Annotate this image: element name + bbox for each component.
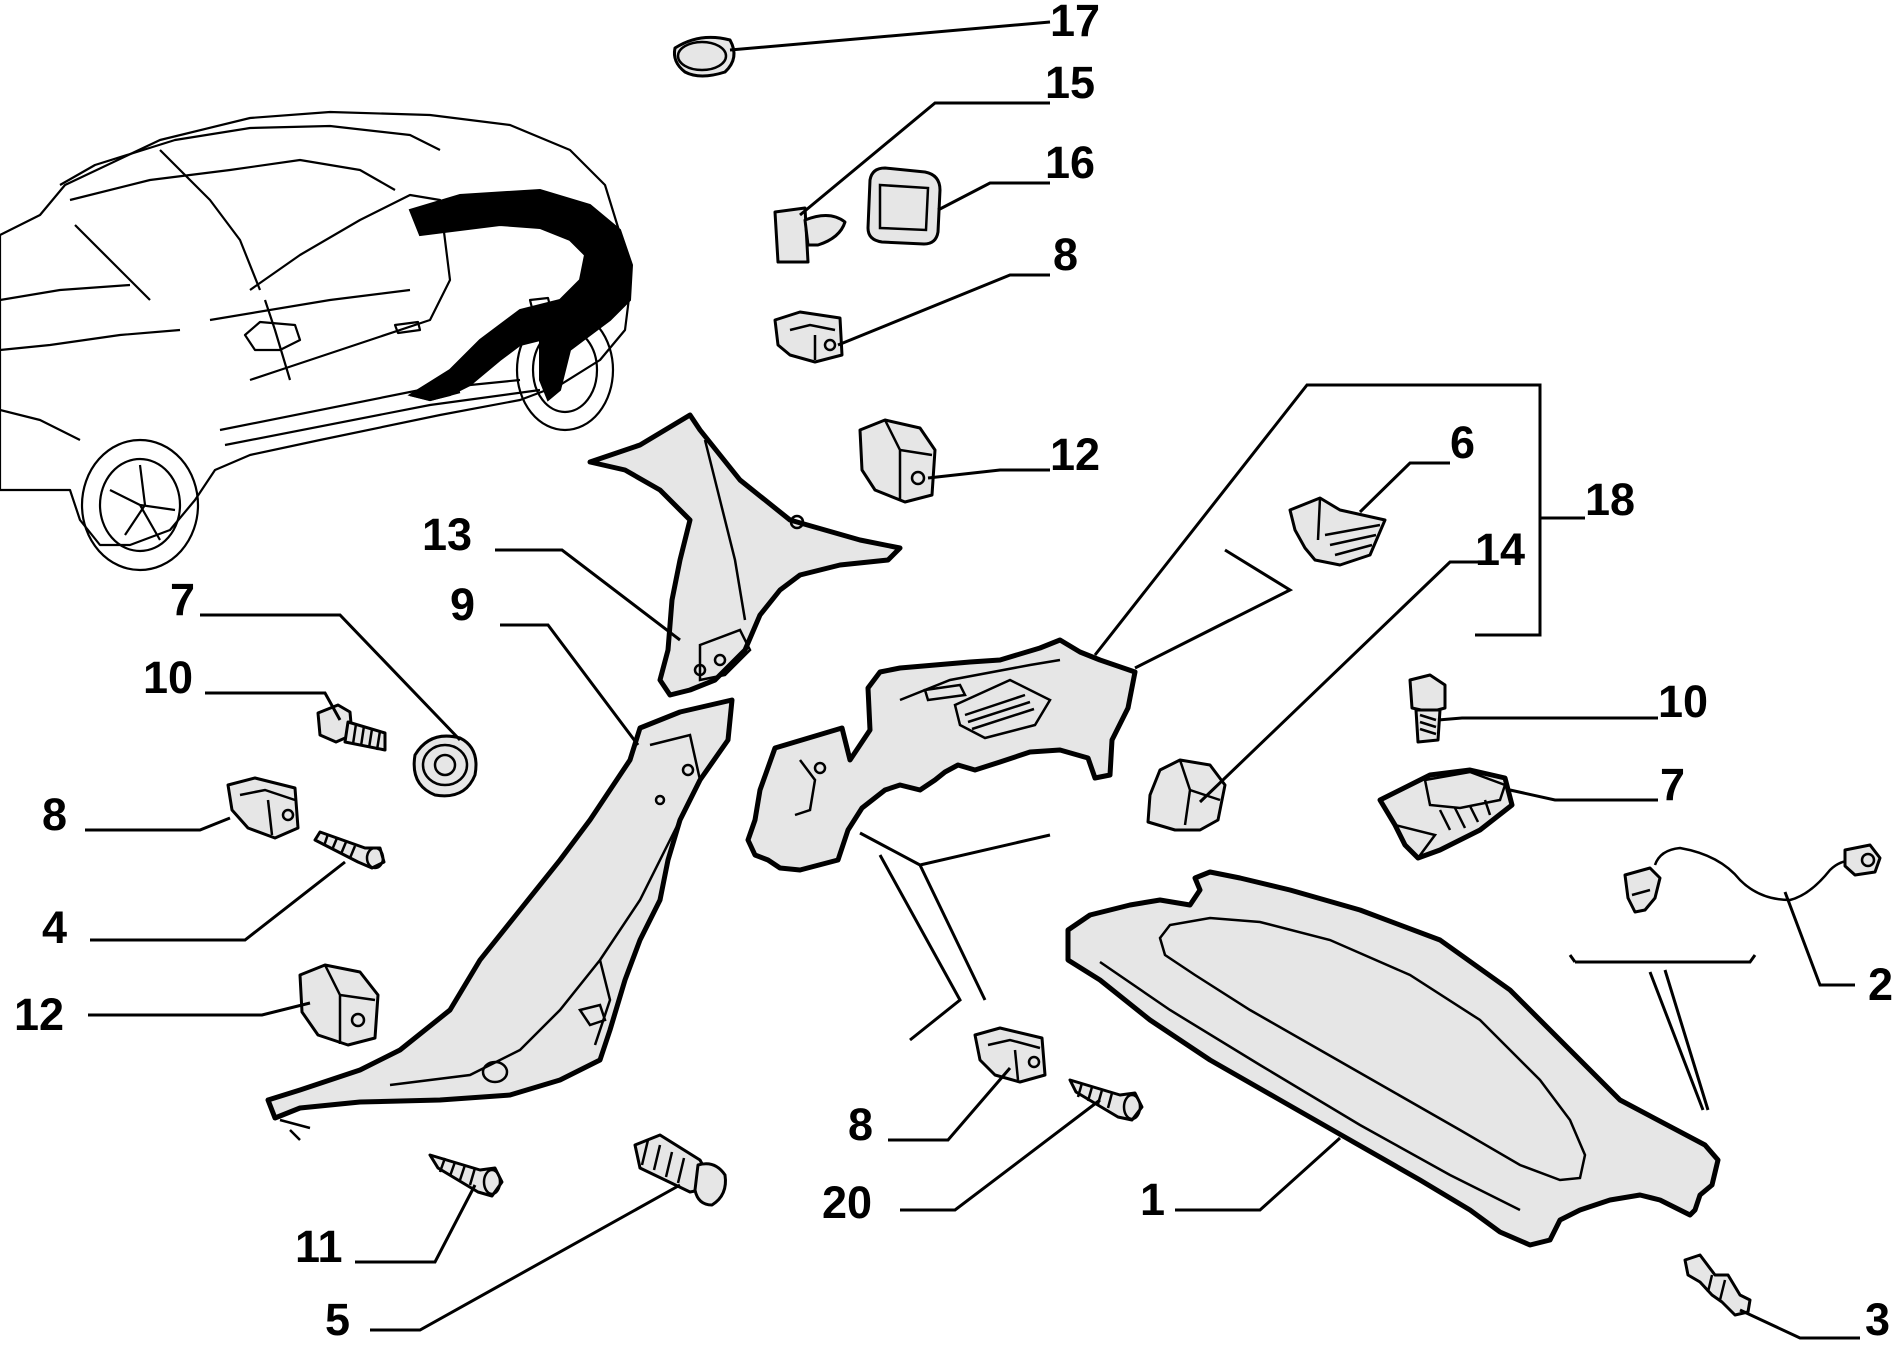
callout-14: 14 [1475,524,1525,575]
callout-9: 9 [450,579,475,630]
callout-12-top: 12 [1050,429,1100,480]
part-20-screw [1068,1078,1144,1122]
callout-8-center: 8 [848,1099,873,1150]
callout-2: 2 [1868,959,1893,1010]
part-8-clip-center [973,1026,1047,1084]
part-6-clip [1288,496,1387,567]
callout-12-left: 12 [14,989,64,1040]
callout-1: 1 [1140,1174,1165,1225]
part-5-push-rivet [633,1133,727,1207]
callout-15: 15 [1045,57,1095,108]
part-7-grommet-left [412,734,478,798]
part-10-bolt-right [1408,673,1447,744]
callout-7-left: 7 [170,574,195,625]
part-18-quarter-trim [745,637,1138,873]
part-17-cap [673,35,736,78]
part-15-bracket [773,206,847,264]
callout-4: 4 [42,902,67,953]
callout-7-right: 7 [1660,759,1685,810]
part-8-clip-left [226,776,300,840]
part-7-mount-right [1377,767,1515,861]
callout-18: 18 [1585,474,1635,525]
callout-numbers: 17 15 16 8 12 6 18 13 14 7 9 10 10 7 8 4… [14,0,1893,1345]
callout-11: 11 [295,1221,343,1272]
callout-17: 17 [1050,0,1100,46]
part-13-pillar-trim [587,412,903,698]
part-14-clip [1146,758,1227,832]
callout-8-left: 8 [42,789,67,840]
part-16-grommet [866,166,942,246]
callout-10-right: 10 [1658,676,1708,727]
part-8-clip-top [773,310,844,364]
callout-5: 5 [325,1294,350,1345]
part-12-clip-left [298,963,380,1047]
part-9-pillar-trim [265,697,735,1141]
callout-8-top: 8 [1053,229,1078,280]
callout-3: 3 [1865,1294,1890,1345]
car-overview-illustration [0,110,634,572]
part-1-parcel-shelf [1065,869,1721,1248]
callout-13: 13 [422,509,472,560]
part-3-stud [1683,1253,1752,1317]
part-4-screw [313,830,386,870]
part-2-cable [1623,843,1882,914]
part-11-screw [428,1153,504,1198]
leader-lines [85,20,1860,1340]
part-12-clip-top [858,418,937,504]
callout-20: 20 [822,1177,872,1228]
part-10-bolt-left [316,703,387,752]
callout-16: 16 [1045,137,1095,188]
callout-6: 6 [1450,417,1475,468]
callout-10-left: 10 [143,652,193,703]
